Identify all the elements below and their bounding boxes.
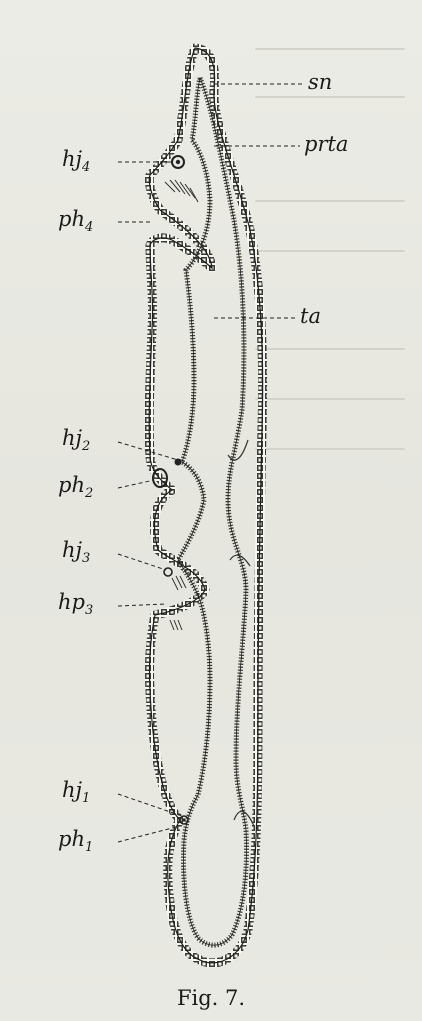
leader-hp3 xyxy=(118,604,166,606)
label-ta: ta xyxy=(300,306,321,331)
label-hj4: hj4 xyxy=(62,149,90,174)
label-prta: prta xyxy=(304,134,348,159)
label-hj1: hj1 xyxy=(62,780,90,805)
label-hp3: hp3 xyxy=(58,592,93,617)
label-ph1: ph1 xyxy=(58,829,93,854)
gill-pouch-4 xyxy=(165,156,198,202)
leader-hj3 xyxy=(118,554,166,570)
label-hj2: hj2 xyxy=(62,428,90,453)
figure-caption: Fig. 7. xyxy=(0,986,422,1010)
leader-ph2 xyxy=(118,480,154,488)
label-ph4: ph4 xyxy=(58,209,93,234)
gill-pouch-3 xyxy=(164,568,186,630)
label-hj3: hj3 xyxy=(62,540,90,565)
label-sn: sn xyxy=(308,72,332,97)
label-ph2: ph2 xyxy=(58,475,93,500)
